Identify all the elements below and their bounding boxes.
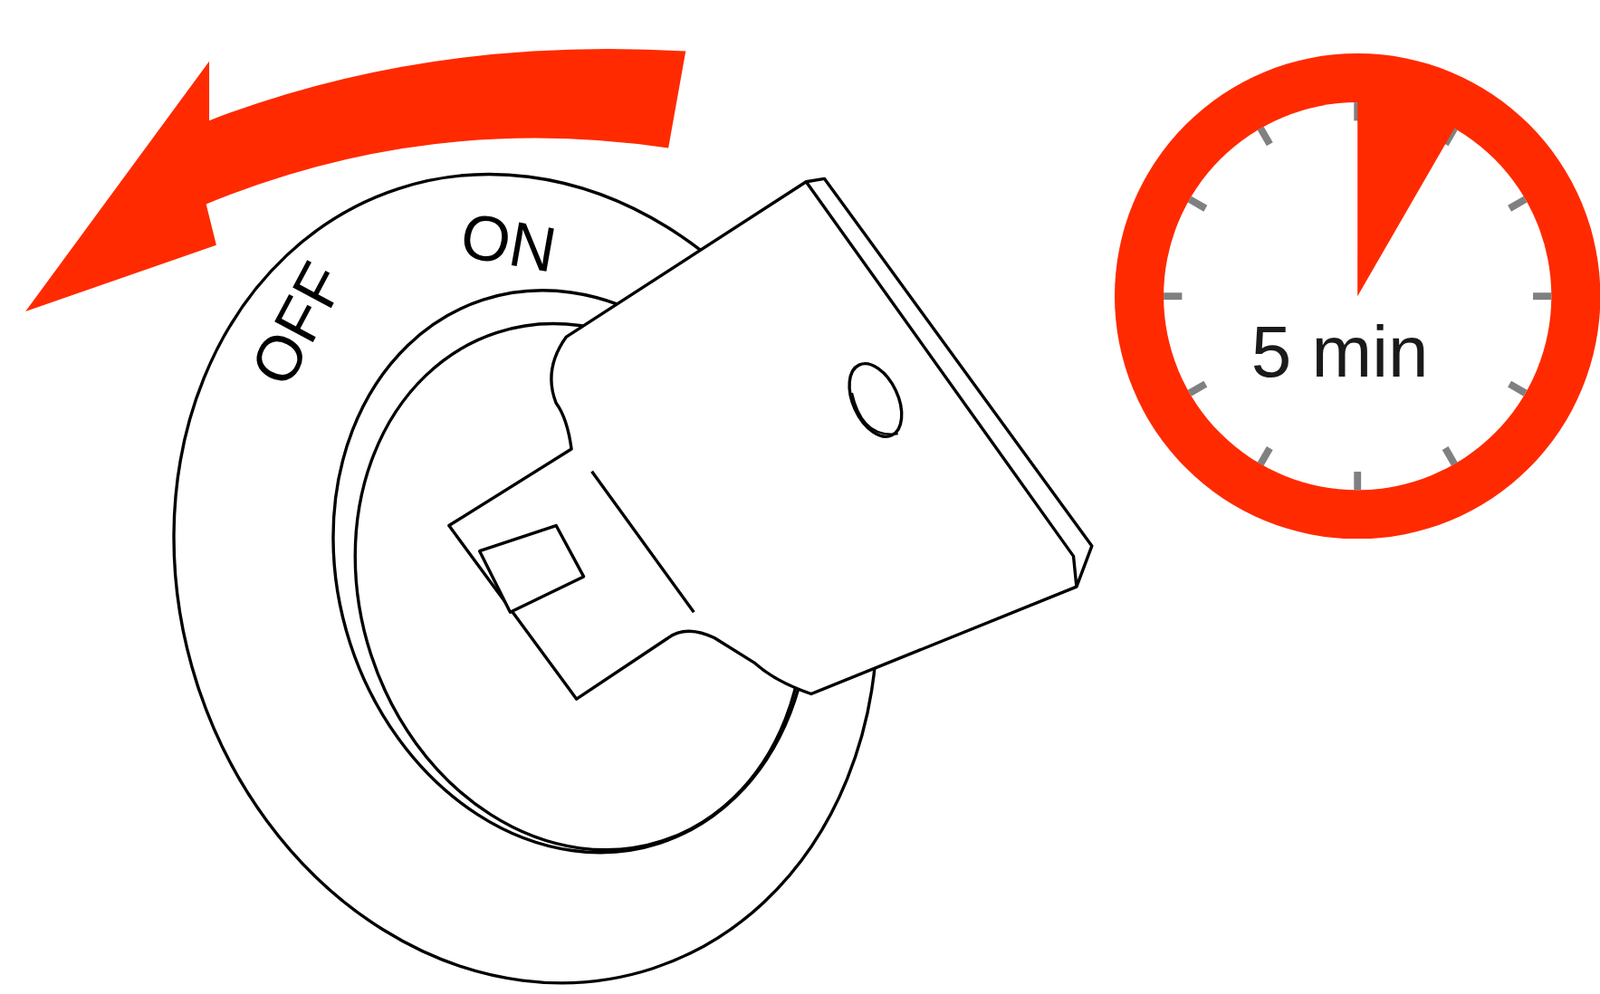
timer-ring (1114, 53, 1600, 539)
key-hole-rim (852, 392, 899, 435)
ignition-key (449, 178, 1093, 700)
timer-tick (1509, 383, 1526, 393)
timer-tick (1532, 292, 1552, 300)
timer-tick (1509, 199, 1526, 209)
key-edge (805, 182, 1077, 587)
timer-clock: 5 min (1114, 53, 1600, 539)
timer-tick (1163, 292, 1182, 300)
key-blade-line (592, 471, 695, 614)
timer-tick (1260, 127, 1270, 144)
timer-tick (1188, 383, 1206, 393)
timer-tick (1188, 199, 1206, 209)
switch-position-label: ON (455, 203, 561, 283)
keyway-slot (479, 526, 585, 614)
timer-label: 5 min (1251, 316, 1429, 389)
key-hole (838, 355, 912, 446)
elapsed-wedge (1357, 99, 1456, 296)
timer-tick (1353, 471, 1361, 490)
timer-tick (1445, 448, 1455, 465)
timer-tick (1260, 448, 1270, 465)
timer-face (1114, 53, 1600, 539)
turn-arrow (25, 48, 686, 312)
